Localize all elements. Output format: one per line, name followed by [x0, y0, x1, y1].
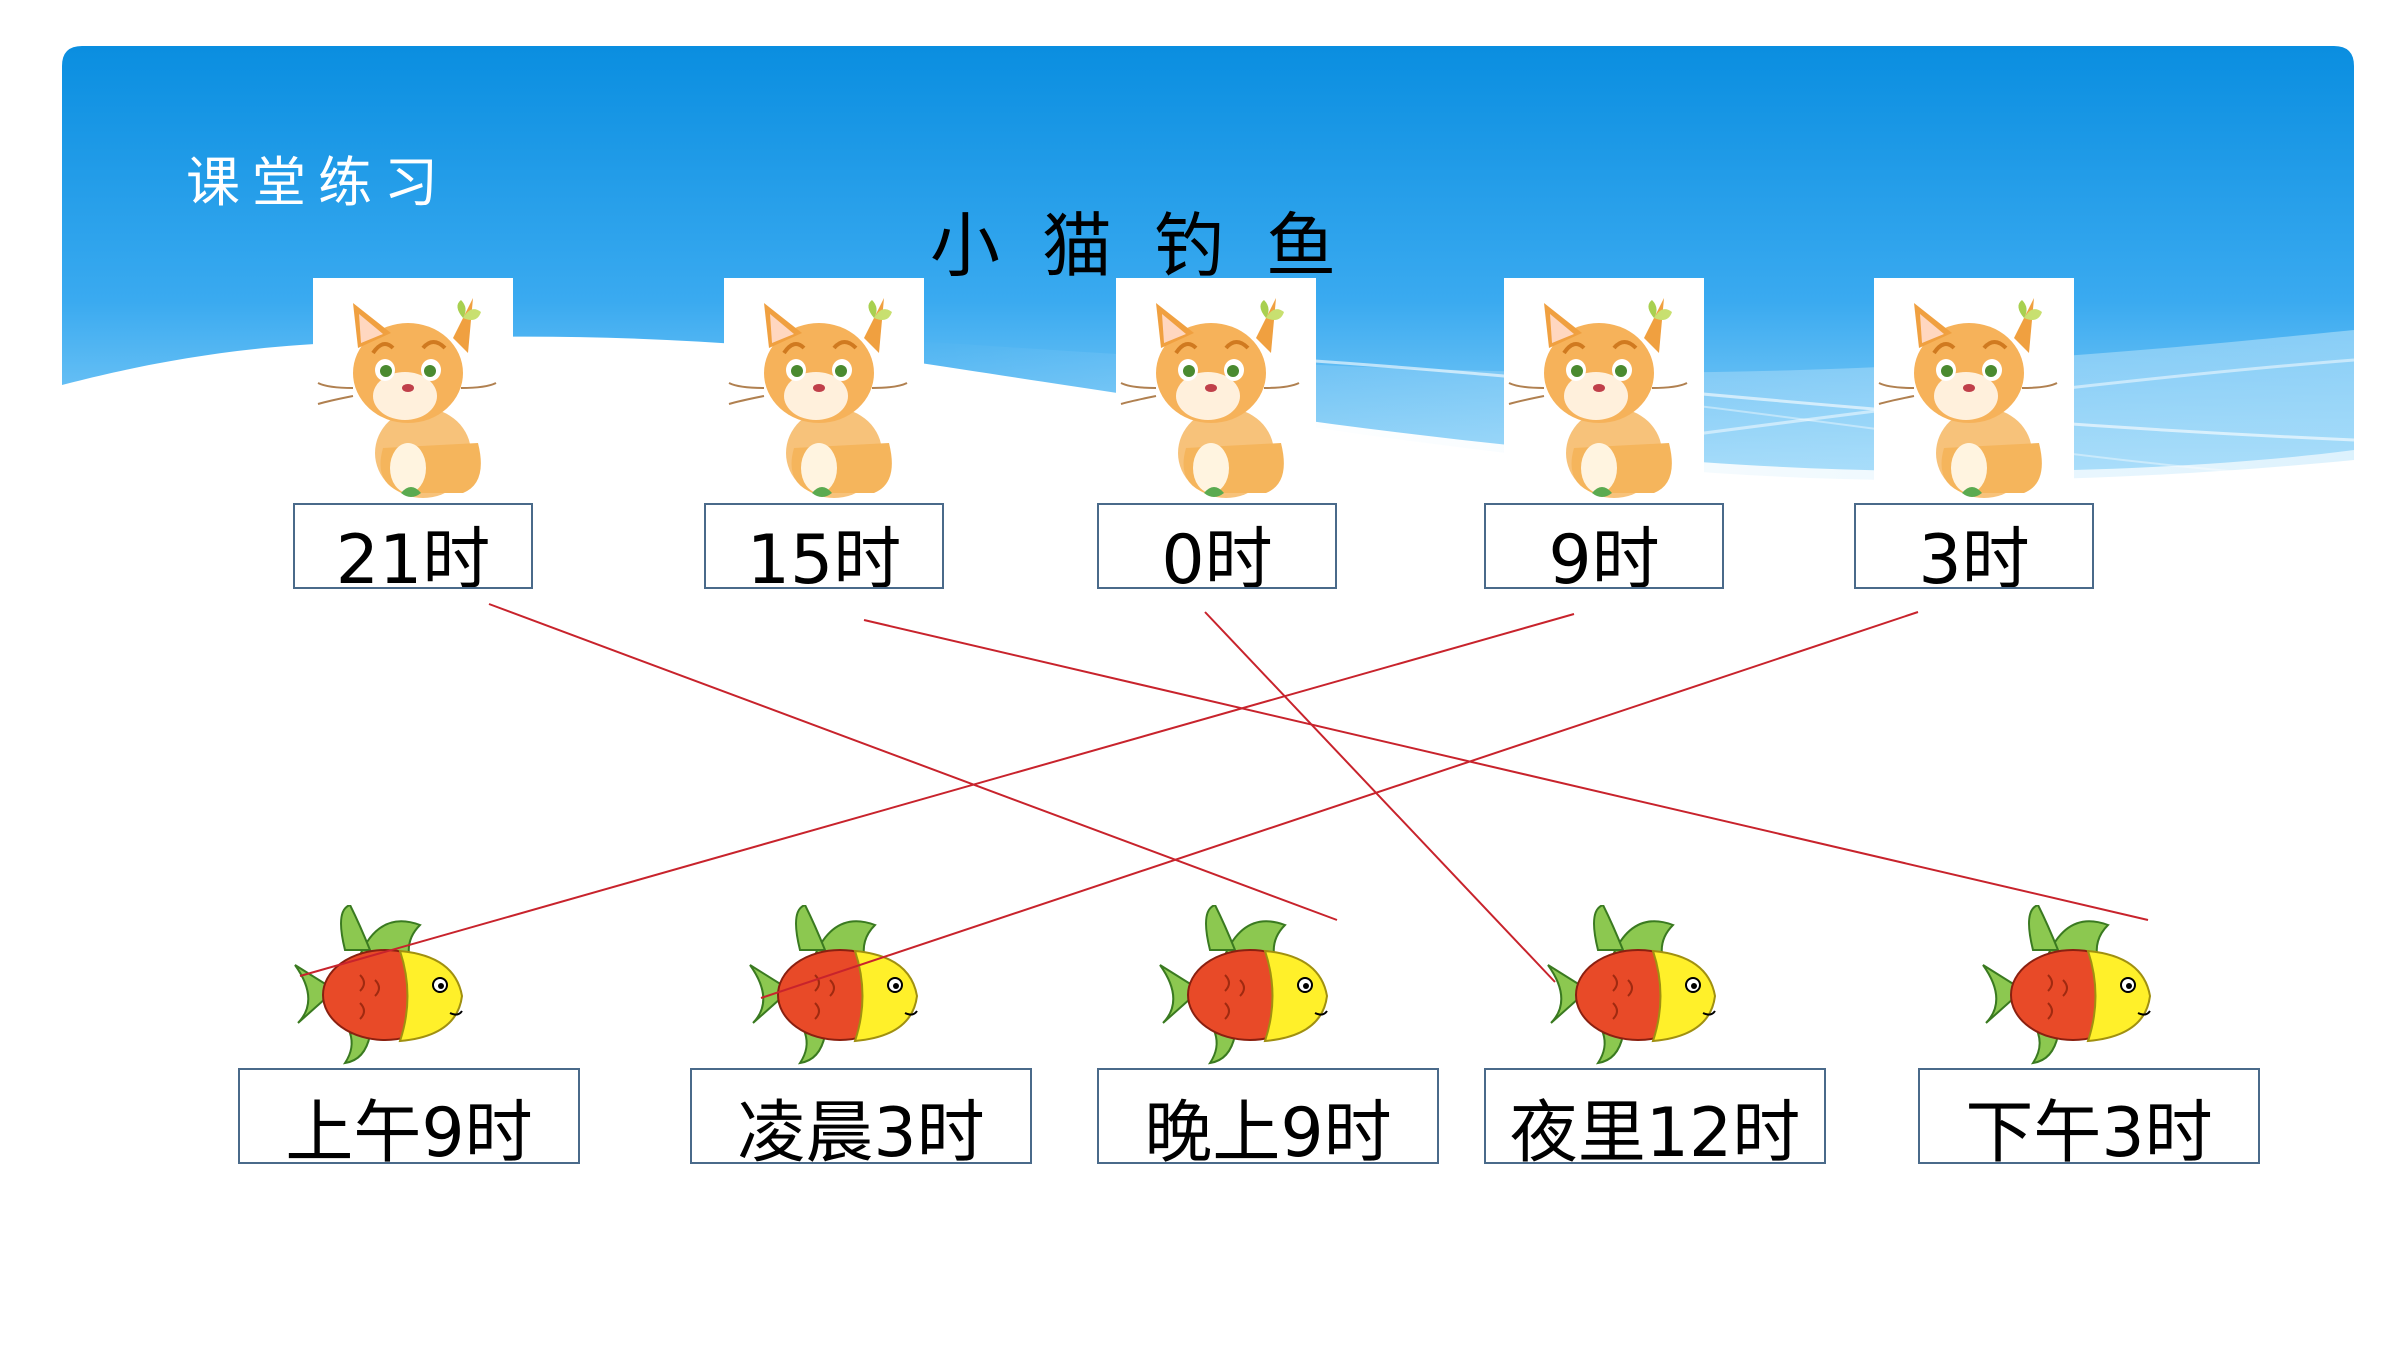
- cat-time-box[interactable]: 15时: [704, 503, 944, 589]
- fish-icon: [1159, 903, 1329, 1065]
- cat-card: [1874, 278, 2074, 500]
- slide-heading: 课堂练习: [186, 151, 450, 214]
- cat-time-box[interactable]: 0时: [1097, 503, 1337, 589]
- cat-time-box[interactable]: 3时: [1854, 503, 2094, 589]
- cat-card: [724, 278, 924, 500]
- cat-card: [1504, 278, 1704, 500]
- fish-time-box[interactable]: 上午9时: [238, 1068, 580, 1164]
- slide-title: 小猫钓鱼: [930, 205, 1378, 287]
- fish-time-box[interactable]: 晚上9时: [1097, 1068, 1439, 1164]
- fish-time-label: 夜里12时: [1509, 1094, 1801, 1164]
- fish-slot: [1543, 903, 1723, 1065]
- cat-time-label: 21时: [335, 521, 491, 589]
- fish-time-box[interactable]: 夜里12时: [1484, 1068, 1826, 1164]
- fish-time-label: 晚上9时: [1144, 1094, 1392, 1164]
- fish-time-label: 上午9时: [285, 1094, 533, 1164]
- cat-time-label: 3时: [1918, 521, 2030, 589]
- cat-time-box[interactable]: 9时: [1484, 503, 1724, 589]
- cat-time-label: 9时: [1548, 521, 1660, 589]
- cat-icon: [1508, 298, 1688, 498]
- fish-time-box[interactable]: 凌晨3时: [690, 1068, 1032, 1164]
- fish-slot: [1978, 903, 2158, 1065]
- cat-icon: [1878, 298, 2058, 498]
- cat-card: [313, 278, 513, 500]
- fish-time-box[interactable]: 下午3时: [1918, 1068, 2260, 1164]
- cat-time-box[interactable]: 21时: [293, 503, 533, 589]
- cat-time-label: 15时: [746, 521, 902, 589]
- cat-icon: [728, 298, 908, 498]
- cat-time-label: 0时: [1161, 521, 1273, 589]
- fish-slot: [290, 903, 470, 1065]
- cat-card: [1116, 278, 1316, 500]
- fish-time-label: 凌晨3时: [737, 1094, 985, 1164]
- fish-icon: [1982, 903, 2152, 1065]
- fish-slot: [1155, 903, 1335, 1065]
- cat-icon: [317, 298, 497, 498]
- fish-icon: [294, 903, 464, 1065]
- cat-icon: [1120, 298, 1300, 498]
- fish-slot: [745, 903, 925, 1065]
- fish-icon: [749, 903, 919, 1065]
- fish-icon: [1547, 903, 1717, 1065]
- fish-time-label: 下午3时: [1965, 1094, 2213, 1164]
